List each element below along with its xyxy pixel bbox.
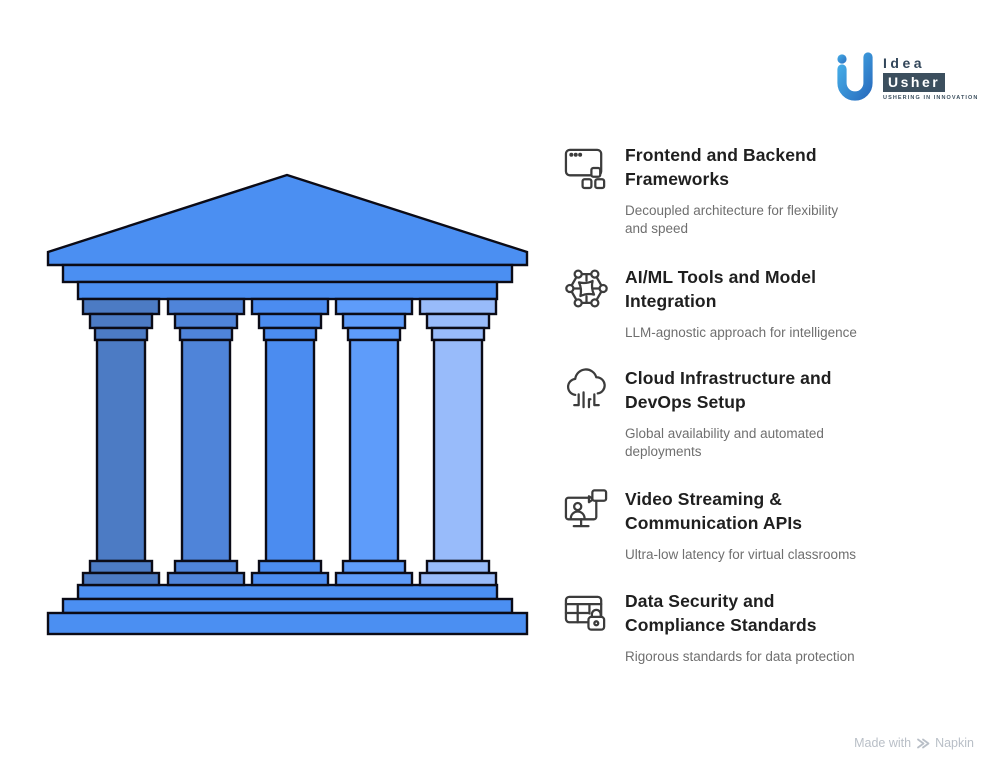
credit-brand-label: Napkin <box>935 736 974 750</box>
feature-title-line1: Video Streaming & <box>625 489 782 509</box>
temple-pillar-1 <box>81 297 161 587</box>
data-security-lock-icon <box>563 589 611 637</box>
idea-usher-logo-mark-icon <box>833 52 877 104</box>
temple-stylobate-1 <box>76 583 499 601</box>
feature-subtitle: Global availability and automated deploy… <box>625 426 824 459</box>
feature-item-cloud-devops: Cloud Infrastructure and DevOps Setup Gl… <box>563 366 903 461</box>
feature-item-data-security: Data Security and Compliance Standards R… <box>563 589 903 666</box>
temple-architrave-2 <box>76 280 499 301</box>
feature-subtitle: Ultra-low latency for virtual classrooms <box>625 547 857 562</box>
logo-tagline: USHERING IN INNOVATION <box>883 95 979 101</box>
feature-title: Video Streaming & Communication APIs <box>625 487 856 535</box>
feature-title: Frontend and Backend Frameworks <box>625 143 838 191</box>
temple-pillar-3 <box>250 297 330 587</box>
feature-title-line2: Communication APIs <box>625 513 803 533</box>
feature-title-line2: Integration <box>625 291 717 311</box>
feature-title-line1: Data Security and <box>625 591 775 611</box>
feature-title-line1: Frontend and Backend <box>625 145 817 165</box>
feature-item-video-streaming: Video Streaming & Communication APIs Ult… <box>563 487 903 564</box>
temple-architrave-1 <box>61 263 514 284</box>
feature-title-line2: Compliance Standards <box>625 615 817 635</box>
temple-pillar-5 <box>418 297 498 587</box>
temple-stylobate-2 <box>61 597 514 615</box>
browser-frameworks-icon <box>563 143 611 191</box>
temple-stylobate-3 <box>46 611 529 636</box>
cloud-devops-icon <box>563 366 611 414</box>
feature-title: Cloud Infrastructure and DevOps Setup <box>625 366 832 414</box>
made-with-napkin-credit: Made with Napkin <box>854 736 974 750</box>
feature-subtitle: Decoupled architecture for flexibility a… <box>625 203 839 236</box>
temple-pillar-4 <box>334 297 414 587</box>
napkin-logo-icon <box>917 738 930 748</box>
idea-usher-logo: Idea Usher USHERING IN INNOVATION <box>833 52 979 104</box>
logo-brand-top: Idea <box>883 55 926 71</box>
feature-title: Data Security and Compliance Standards <box>625 589 855 637</box>
logo-brand-bottom: Usher <box>883 73 946 92</box>
feature-item-ai-ml: AI/ML Tools and Model Integration LLM-ag… <box>563 265 903 342</box>
temple-illustration <box>46 173 529 636</box>
feature-title: AI/ML Tools and Model Integration <box>625 265 857 313</box>
temple-structure <box>46 173 529 636</box>
video-communication-icon <box>563 487 611 535</box>
ai-network-icon <box>563 265 611 313</box>
temple-pillar-2 <box>166 297 246 587</box>
temple-pediment <box>46 173 529 267</box>
feature-subtitle: Rigorous standards for data protection <box>625 649 855 664</box>
feature-title-line1: Cloud Infrastructure and <box>625 368 832 388</box>
credit-made-with-label: Made with <box>854 736 912 750</box>
feature-item-frontend-backend: Frontend and Backend Frameworks Decouple… <box>563 143 903 238</box>
feature-title-line1: AI/ML Tools and Model <box>625 267 817 287</box>
feature-subtitle: LLM-agnostic approach for intelligence <box>625 325 857 340</box>
feature-title-line2: Frameworks <box>625 169 730 189</box>
feature-title-line2: DevOps Setup <box>625 392 746 412</box>
